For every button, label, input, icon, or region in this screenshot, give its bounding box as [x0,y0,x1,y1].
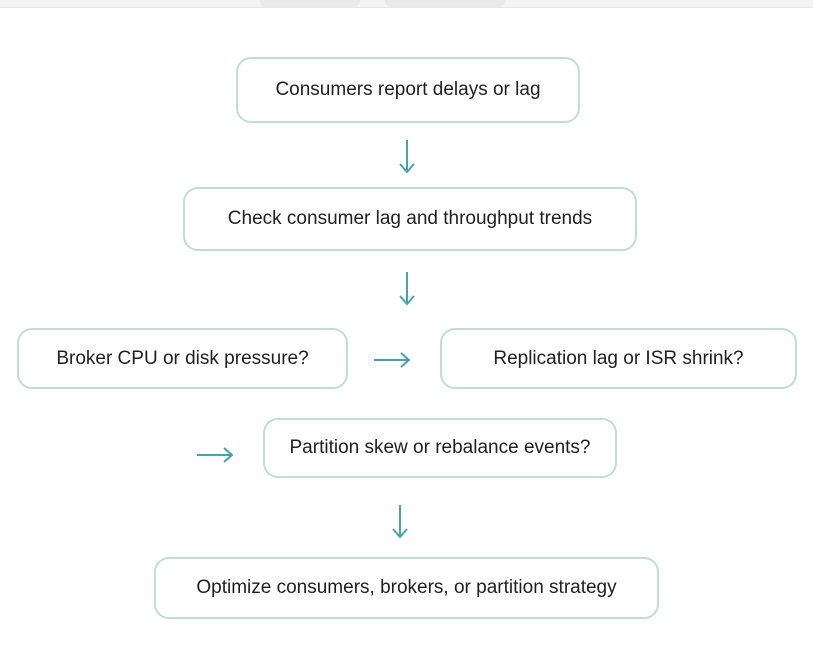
flow-node-broker-cpu-disk: Broker CPU or disk pressure? [17,328,348,389]
flow-node-check-consumer-lag: Check consumer lag and throughput trends [183,187,637,251]
flow-node-optimize-strategy: Optimize consumers, brokers, or partitio… [154,557,659,619]
arrow-right-icon [197,444,235,471]
flow-node-label: Partition skew or rebalance events? [289,437,591,459]
arrow-down-icon [389,505,411,544]
flow-node-label: Optimize consumers, brokers, or partitio… [196,577,617,599]
browser-tabstrip-remnant [0,0,813,8]
arrow-down-icon [396,140,418,179]
flow-node-label: Broker CPU or disk pressure? [56,347,309,369]
flow-node-label: Consumers report delays or lag [275,79,541,101]
arrow-right-icon [374,349,412,376]
flow-node-label: Check consumer lag and throughput trends [227,208,593,230]
flow-node-label: Replication lag or ISR shrink? [493,347,744,369]
flow-node-replication-lag-isr: Replication lag or ISR shrink? [440,328,797,389]
tab-remnant [385,0,505,7]
arrow-down-icon [396,272,418,311]
tab-remnant [260,0,360,7]
flow-node-consumers-report-lag: Consumers report delays or lag [236,57,580,123]
flow-node-partition-skew-rebalance: Partition skew or rebalance events? [263,418,617,478]
